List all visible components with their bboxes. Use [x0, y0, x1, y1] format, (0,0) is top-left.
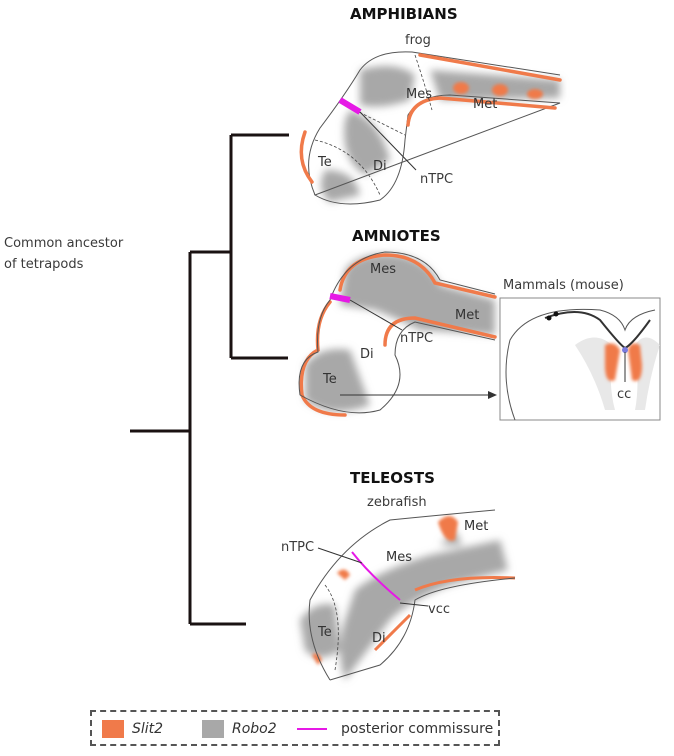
- zebrafish-label: zebrafish: [367, 495, 427, 510]
- slit2-swatch: [102, 720, 124, 738]
- posterior-commissure: [351, 551, 401, 601]
- legend-item-robo2: Robo2: [202, 718, 277, 740]
- legend: Slit2 Robo2 posterior commissure: [90, 710, 500, 746]
- mes-label: Mes: [370, 262, 396, 277]
- phylogenetic-tree: [130, 133, 289, 626]
- teleosts-title: TELEOSTS: [350, 469, 435, 487]
- legend-item-slit2: Slit2: [102, 718, 163, 740]
- mes-label: Mes: [386, 550, 412, 565]
- di-label: Di: [360, 347, 374, 362]
- vcc-label: vcc: [428, 602, 450, 617]
- teleost-brain: TELEOSTS zebrafish nTPC vcc Mes Met Te D…: [281, 469, 516, 681]
- inset-title: Mammals (mouse): [503, 278, 624, 293]
- cc-label: cc: [617, 387, 631, 402]
- amniotes-title: AMNIOTES: [352, 227, 441, 245]
- te-label: Te: [322, 372, 337, 387]
- ntpc-label: nTPC: [281, 540, 314, 555]
- robo2-swatch: [202, 720, 224, 738]
- ntpc-label: nTPC: [400, 331, 433, 346]
- mes-label: Mes: [406, 87, 432, 102]
- di-label: Di: [372, 631, 386, 646]
- legend-label: Slit2: [132, 721, 164, 737]
- met-label: Met: [473, 97, 497, 112]
- legend-label: Robo2: [232, 721, 277, 737]
- te-label: Te: [317, 625, 332, 640]
- ntpc-label: nTPC: [420, 172, 453, 187]
- frog-label: frog: [405, 33, 431, 48]
- slit2-expression: [299, 53, 562, 184]
- legend-label: posterior commissure: [341, 721, 494, 737]
- amphibian-brain: AMPHIBIANS frog Mes Met Te Di: [299, 5, 562, 205]
- met-label: Met: [464, 519, 488, 534]
- di-label: Di: [373, 159, 387, 174]
- legend-item-commissure: posterior commissure: [297, 718, 493, 740]
- ancestor-label-line1: Common ancestor: [4, 236, 124, 251]
- amphibians-title: AMPHIBIANS: [350, 5, 458, 23]
- met-label: Met: [455, 308, 479, 323]
- commissure-line-swatch: [297, 728, 327, 730]
- posterior-commissure: [338, 97, 362, 115]
- te-label: Te: [317, 155, 332, 170]
- amniote-brain: AMNIOTES Mes Met Te Di nTPC Mammals (mou…: [298, 227, 661, 421]
- posterior-commissure: [329, 293, 351, 303]
- ancestor-label-line2: of tetrapods: [4, 257, 84, 272]
